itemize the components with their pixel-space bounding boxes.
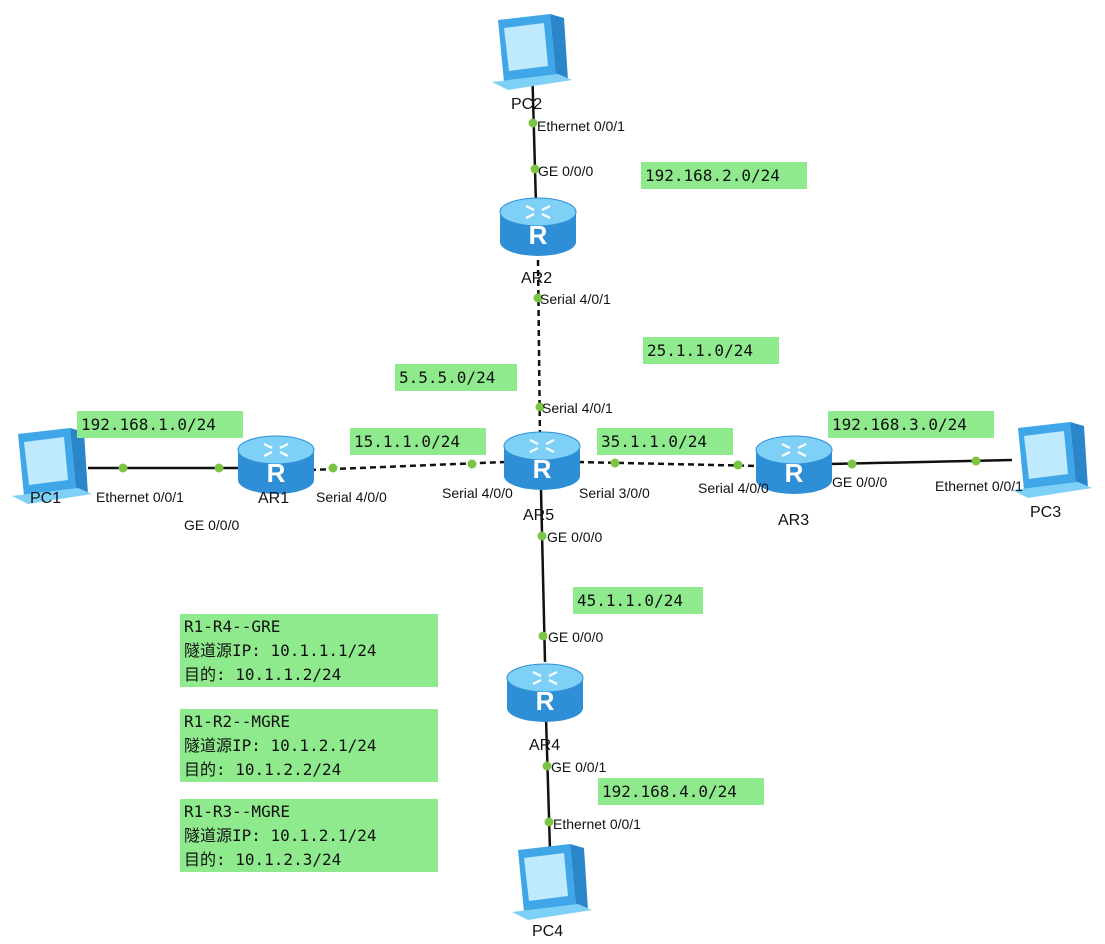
svg-text:192.168.1.0/24: 192.168.1.0/24 xyxy=(81,415,216,434)
port-label-ar5-serial-top: Serial 4/0/1 xyxy=(542,400,613,416)
port-label-pc2-eth: Ethernet 0/0/1 xyxy=(537,118,625,134)
network-label-192-168-4: 192.168.4.0/24 xyxy=(598,778,764,805)
port-label-ar5-serial-left: Serial 4/0/0 xyxy=(442,485,513,501)
network-label-192-168-3: 192.168.3.0/24 xyxy=(828,411,994,438)
device-name-ar1: AR1 xyxy=(258,490,289,507)
router-letter: R xyxy=(536,686,555,716)
network-label-192-168-2: 192.168.2.0/24 xyxy=(641,162,807,189)
port-label-ar1-ge: GE 0/0/0 xyxy=(184,517,239,533)
device-name-ar4: AR4 xyxy=(529,737,560,754)
device-name-pc4: PC4 xyxy=(532,923,563,940)
note-source: 隧道源IP: 10.1.2.1/24 xyxy=(184,826,377,845)
network-label-25-1-1: 25.1.1.0/24 xyxy=(643,337,779,364)
svg-text:192.168.2.0/24: 192.168.2.0/24 xyxy=(645,166,780,185)
port-label-ar5-serial-right: Serial 3/0/0 xyxy=(579,485,650,501)
link-ar2-ar5 xyxy=(536,259,542,441)
device-name-ar3: AR3 xyxy=(778,512,809,529)
network-label-192-168-1: 192.168.1.0/24 xyxy=(77,411,243,438)
network-label-15-1-1: 15.1.1.0/24 xyxy=(350,428,486,455)
port-label-pc3-eth: Ethernet 0/0/1 xyxy=(935,478,1023,494)
device-name-pc1: PC1 xyxy=(30,490,61,507)
note-destination: 目的: 10.1.1.2/24 xyxy=(184,665,341,684)
device-name-pc3: PC3 xyxy=(1030,504,1061,521)
svg-text:45.1.1.0/24: 45.1.1.0/24 xyxy=(577,591,683,610)
note-destination: 目的: 10.1.2.2/24 xyxy=(184,760,341,779)
port-label-pc4-eth: Ethernet 0/0/1 xyxy=(553,816,641,832)
network-label-35-1-1: 35.1.1.0/24 xyxy=(597,428,733,455)
svg-text:35.1.1.0/24: 35.1.1.0/24 xyxy=(601,432,707,451)
router-letter: R xyxy=(529,220,548,250)
router-ar3[interactable]: R xyxy=(754,434,834,496)
tunnel-note-gre-r1-r4: R1-R4--GRE 隧道源IP: 10.1.1.1/24 目的: 10.1.1… xyxy=(180,614,438,687)
port-label-ar3-serial: Serial 4/0/0 xyxy=(698,480,769,496)
port-label-ar2-serial: Serial 4/0/1 xyxy=(540,291,611,307)
network-label-5-5-5: 5.5.5.0/24 xyxy=(395,364,517,391)
router-ar2[interactable]: R xyxy=(498,196,578,258)
port-label-ar4-ge-top: GE 0/0/0 xyxy=(548,629,603,645)
pc2-icon[interactable] xyxy=(492,14,572,90)
router-letter: R xyxy=(267,458,286,488)
link-endpoint-dots xyxy=(118,118,981,827)
port-label-ar2-ge: GE 0/0/0 xyxy=(538,163,593,179)
svg-text:25.1.1.0/24: 25.1.1.0/24 xyxy=(647,341,753,360)
device-name-ar5: AR5 xyxy=(523,507,554,524)
link-ar4-pc4 xyxy=(544,717,552,851)
tunnel-note-mgre-r1-r3: R1-R3--MGRE 隧道源IP: 10.1.2.1/24 目的: 10.1.… xyxy=(180,799,438,872)
device-name-ar2: AR2 xyxy=(521,270,552,287)
note-title: R1-R3--MGRE xyxy=(184,802,290,821)
network-label-45-1-1: 45.1.1.0/24 xyxy=(573,587,703,614)
port-label-ar4-ge-bottom: GE 0/0/1 xyxy=(551,759,606,775)
router-ar1[interactable]: R xyxy=(236,434,316,496)
router-letter: R xyxy=(533,454,552,484)
svg-text:192.168.3.0/24: 192.168.3.0/24 xyxy=(832,415,967,434)
note-source: 隧道源IP: 10.1.1.1/24 xyxy=(184,641,377,660)
pc4-icon[interactable] xyxy=(512,844,592,920)
note-destination: 目的: 10.1.2.3/24 xyxy=(184,850,341,869)
port-label-ar1-serial: Serial 4/0/0 xyxy=(316,489,387,505)
svg-text:15.1.1.0/24: 15.1.1.0/24 xyxy=(354,432,460,451)
note-title: R1-R2--MGRE xyxy=(184,712,290,731)
router-letter: R xyxy=(785,458,804,488)
router-ar5[interactable]: R xyxy=(502,430,582,492)
port-label-ar5-ge: GE 0/0/0 xyxy=(547,529,602,545)
port-label-pc1-eth: Ethernet 0/0/1 xyxy=(96,489,184,505)
router-ar4[interactable]: R xyxy=(505,662,585,724)
svg-text:5.5.5.0/24: 5.5.5.0/24 xyxy=(399,368,495,387)
pc3-icon[interactable] xyxy=(1012,422,1092,498)
device-name-pc2: PC2 xyxy=(511,96,542,113)
link-ar3-pc3 xyxy=(829,458,1013,466)
note-title: R1-R4--GRE xyxy=(184,617,280,636)
port-label-ar3-ge: GE 0/0/0 xyxy=(832,474,887,490)
svg-text:192.168.4.0/24: 192.168.4.0/24 xyxy=(602,782,737,801)
link-ar5-ar3 xyxy=(577,460,761,468)
tunnel-note-mgre-r1-r2: R1-R2--MGRE 隧道源IP: 10.1.2.1/24 目的: 10.1.… xyxy=(180,709,438,782)
note-source: 隧道源IP: 10.1.2.1/24 xyxy=(184,736,377,755)
